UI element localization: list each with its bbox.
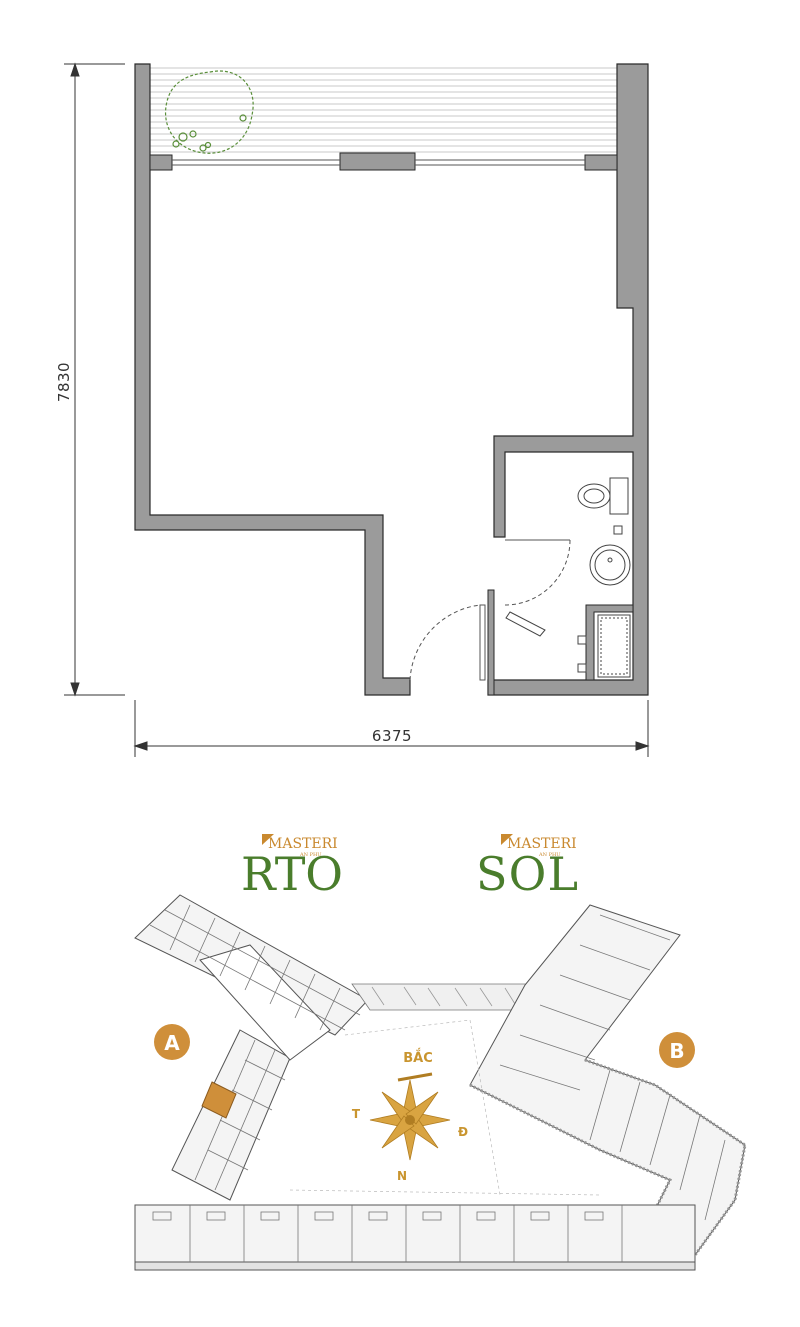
bathroom-partition — [487, 589, 495, 696]
shower-icon — [577, 614, 631, 678]
podium-units — [152, 1205, 623, 1262]
tower-b-facade — [469, 1058, 747, 1263]
tower-b-name: SOL — [476, 847, 578, 901]
width-dimension-label: 6375 — [372, 727, 412, 745]
svg-text:MASTERI: MASTERI — [507, 836, 577, 852]
balcony-wall-mid — [339, 152, 416, 171]
balcony-deck — [150, 67, 617, 153]
compass-east: Đ — [458, 1125, 468, 1139]
grab-rail-icon — [505, 611, 546, 637]
site-boundary — [289, 1019, 601, 1196]
compass-north: BẮC — [403, 1049, 433, 1066]
unit-floor-plan: 7830 6375 — [55, 62, 650, 757]
site-plan: MASTERI AN PHU RTO MASTERI AN PHU SOL — [134, 834, 747, 1271]
tower-a-name: RTO — [241, 847, 343, 901]
shower-partition — [585, 604, 634, 681]
plant-icon — [164, 70, 254, 154]
selected-unit-highlight — [201, 1081, 237, 1119]
height-dimension-label: 7830 — [55, 362, 73, 402]
balcony-wall-left — [149, 154, 173, 171]
compass-south: N — [397, 1169, 407, 1183]
svg-text:MASTERI: MASTERI — [268, 836, 338, 852]
width-dimension — [133, 700, 650, 757]
toilet-icon — [577, 477, 629, 535]
tower-b-rooms — [499, 914, 726, 1221]
balcony-wall-right — [584, 154, 618, 171]
svg-text:A: A — [164, 1031, 180, 1055]
bathroom-door-icon — [504, 539, 571, 606]
svg-text:AN PHU: AN PHU — [538, 852, 561, 858]
tower-b-logo: MASTERI AN PHU SOL — [476, 834, 578, 901]
height-dimension — [64, 62, 125, 697]
svg-text:AN PHU: AN PHU — [299, 852, 322, 858]
leaf-logo-icon — [501, 834, 513, 845]
balcony-sliding-door — [172, 159, 585, 166]
sink-icon — [589, 544, 631, 586]
svg-text:B: B — [669, 1039, 684, 1063]
tower-a-logo: MASTERI AN PHU RTO — [241, 834, 343, 901]
tower-a-badge: A — [154, 1024, 190, 1060]
compass-west: T — [352, 1107, 361, 1121]
compass-rose-icon — [369, 1072, 451, 1161]
tower-b-badge: B — [659, 1032, 695, 1068]
tower-a-rooms — [149, 904, 361, 1191]
right-exterior-wall — [487, 63, 649, 696]
leaf-logo-icon — [262, 834, 274, 845]
tower-a-building — [134, 894, 369, 1201]
podium-shophouses — [134, 1204, 696, 1271]
entry-door-icon — [409, 604, 486, 681]
sky-bridge — [351, 983, 531, 1011]
